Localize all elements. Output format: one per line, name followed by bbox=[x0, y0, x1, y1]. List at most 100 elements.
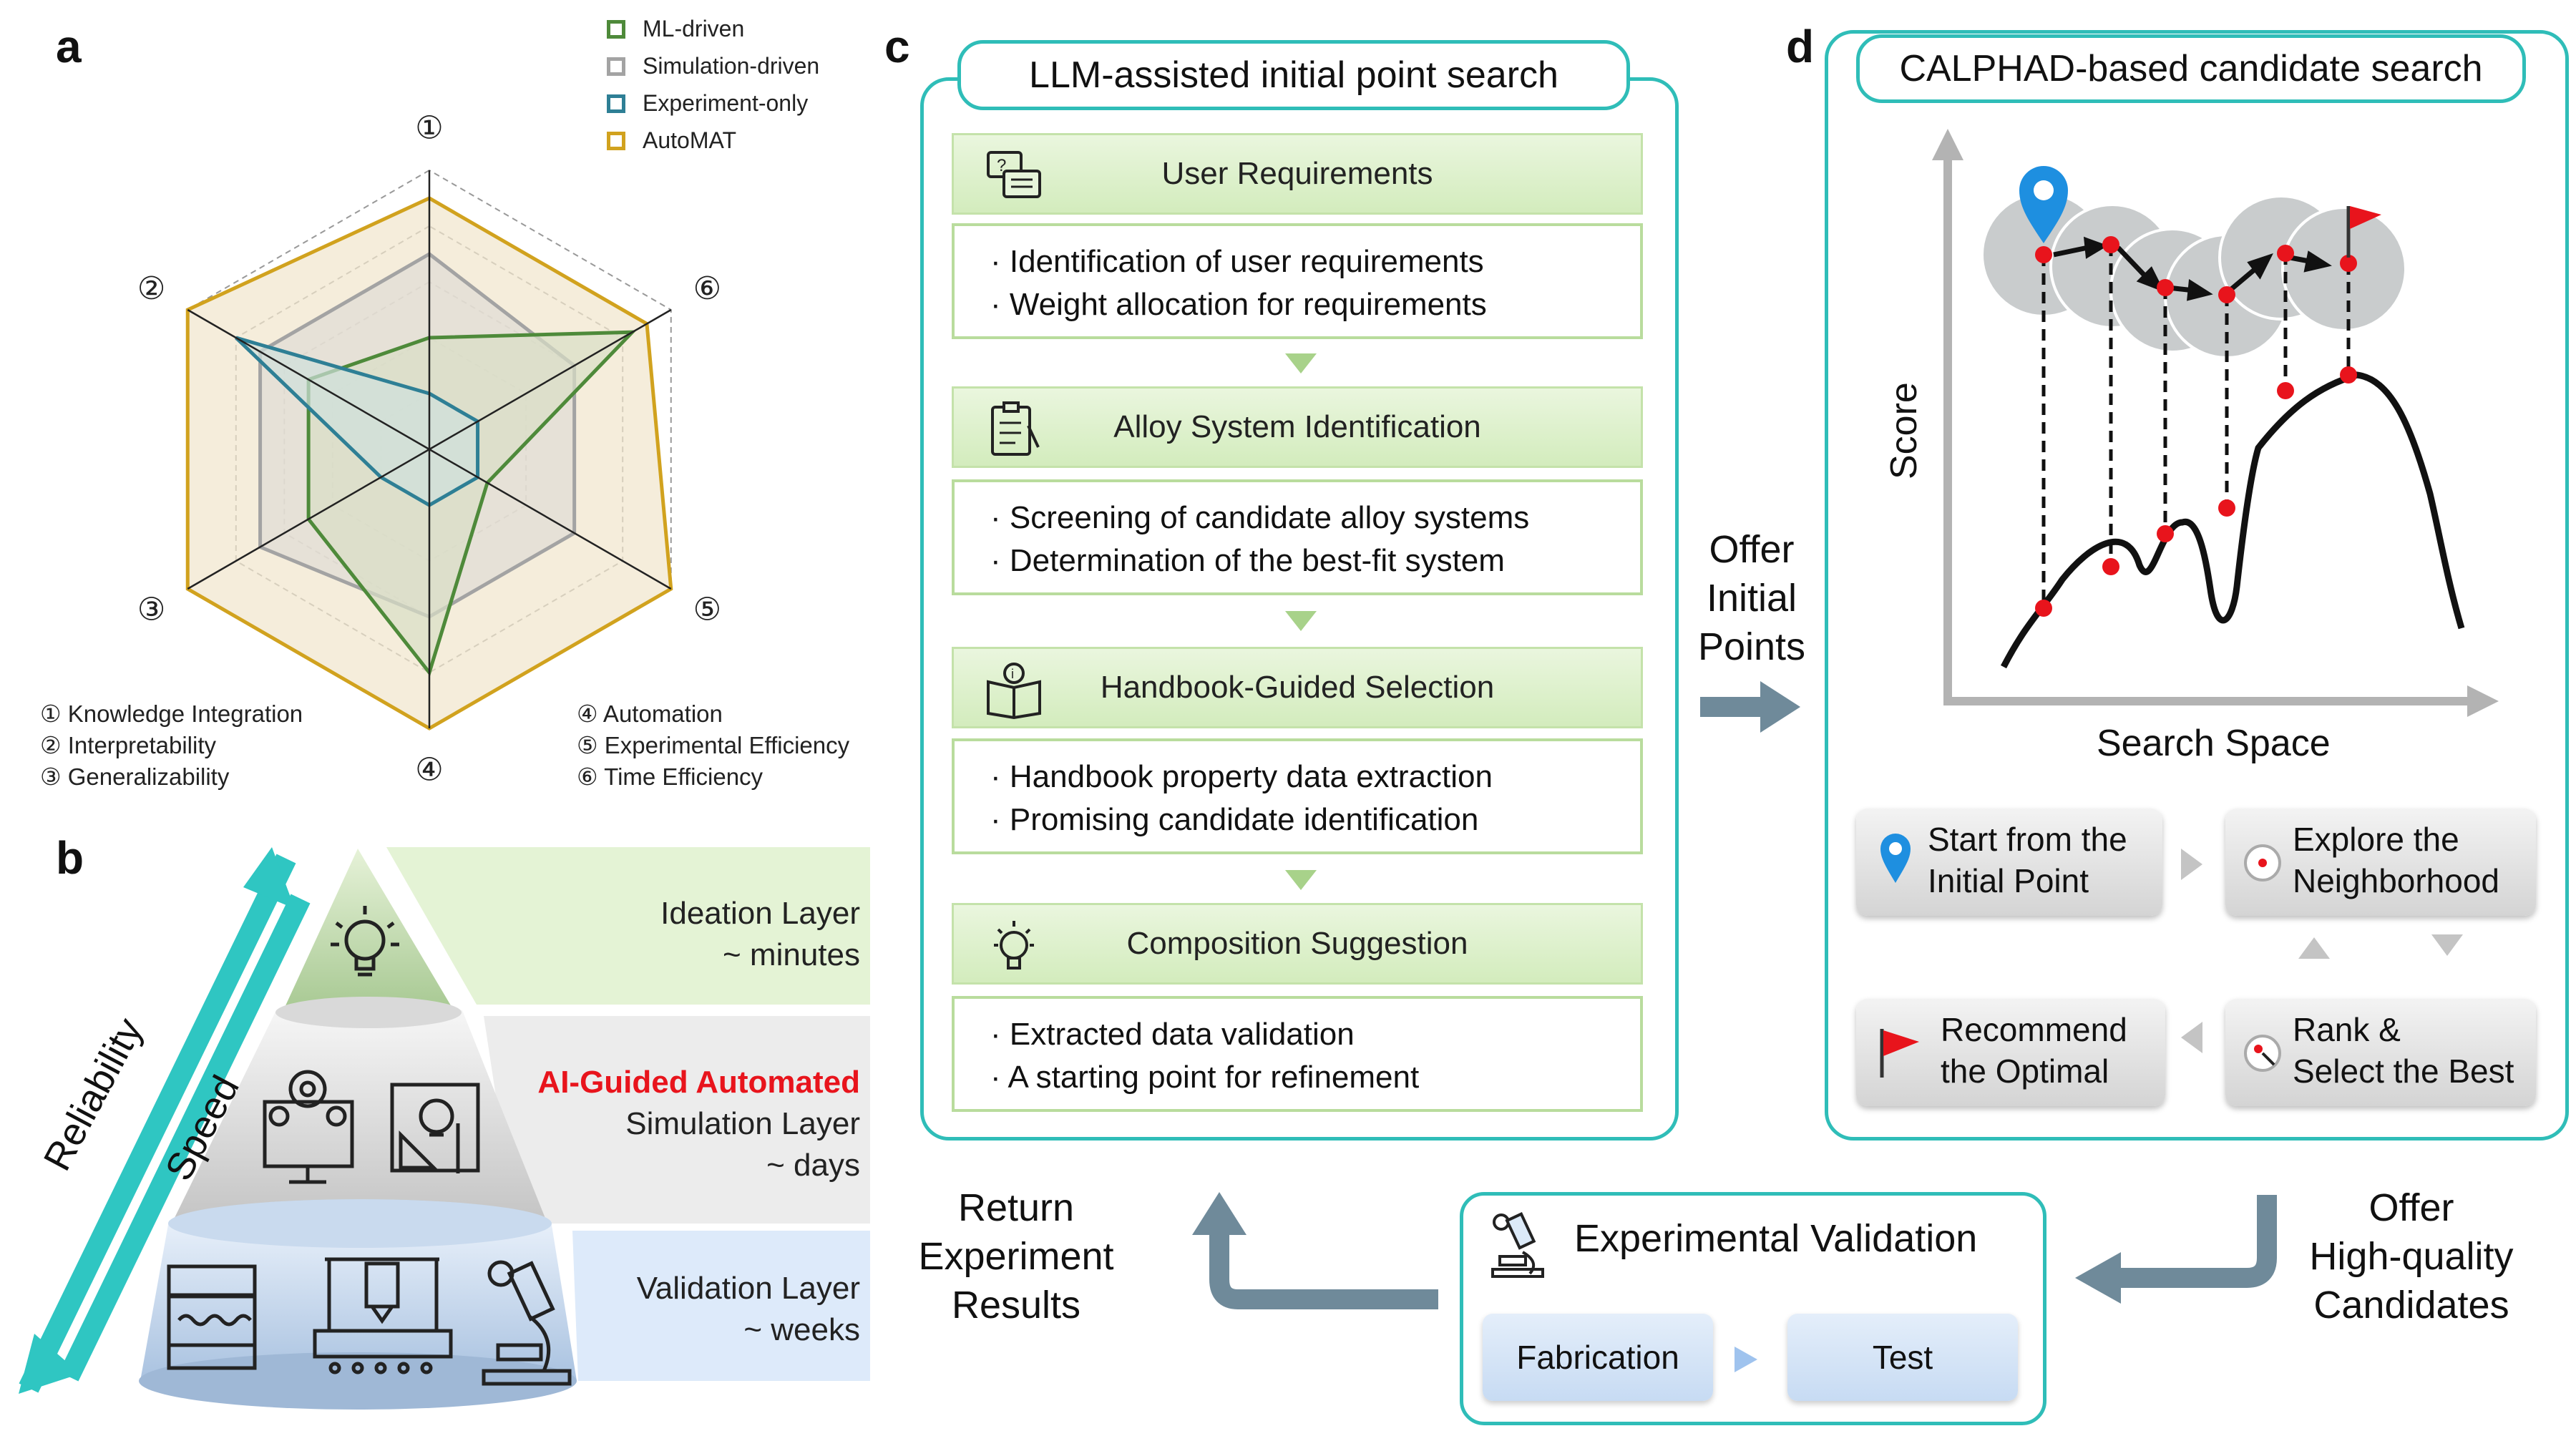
lightbulb-icon bbox=[994, 921, 1034, 970]
layer-time: ~ minutes bbox=[723, 937, 860, 972]
down-arrow bbox=[1285, 870, 1317, 890]
offer-initial-arrow bbox=[1700, 681, 1800, 733]
score-axis-label: Score bbox=[1883, 382, 1925, 479]
step-user-requirements: ? User Requirements bbox=[952, 133, 1643, 215]
pyramid-diagram: Reliability Speed bbox=[19, 847, 870, 1410]
explore-neighborhood-button[interactable]: Explore the Neighborhood bbox=[2225, 809, 2536, 916]
label-line: Offer bbox=[1709, 528, 1795, 571]
flag-icon bbox=[1880, 1029, 1919, 1078]
label-line: Points bbox=[1697, 625, 1806, 668]
calphad-panel bbox=[1825, 30, 2569, 1141]
legend-swatch bbox=[607, 19, 625, 39]
offer-candidates-arrow bbox=[2075, 1195, 2277, 1304]
handbook-icon: i bbox=[987, 663, 1041, 720]
flow-arrow-icon bbox=[1735, 1347, 1757, 1372]
label-line: Initial bbox=[1706, 577, 1797, 620]
down-arrow bbox=[1285, 611, 1317, 631]
step-composition: Composition Suggestion bbox=[952, 903, 1643, 985]
axis-key-item: ⑤ Experimental Efficiency bbox=[577, 732, 850, 758]
radar-axis-number: ⑤ bbox=[693, 592, 721, 627]
offer-initial-points-label: Offer Initial Points bbox=[1680, 525, 1823, 671]
drop-lines bbox=[2041, 245, 2351, 608]
reliability-arrow bbox=[19, 847, 296, 1393]
button-text: Select the Best bbox=[2293, 1053, 2514, 1090]
radar-axis-key-right: ④ Automation ⑤ Experimental Efficiency ⑥… bbox=[577, 698, 849, 793]
validation-band bbox=[572, 1231, 870, 1381]
start-initial-point-button[interactable]: Start from the Initial Point bbox=[1856, 809, 2162, 916]
fabrication-button[interactable]: Fabrication bbox=[1483, 1314, 1713, 1401]
radar-axis-number: ② bbox=[137, 271, 165, 306]
x-axis bbox=[1943, 685, 2499, 717]
ideation-band bbox=[386, 847, 870, 1005]
ideation-layer-label: Ideation Layer ~ minutes bbox=[502, 893, 860, 976]
radar-axis-line bbox=[187, 448, 430, 590]
radar-axis-number: ③ bbox=[137, 592, 165, 627]
search-space-label: Search Space bbox=[2097, 723, 2331, 764]
radar-axis-number: ⑥ bbox=[693, 271, 721, 306]
radar-axes bbox=[187, 170, 672, 728]
step-item: · Handbook property data extraction bbox=[990, 759, 1493, 794]
legend-item-experiment: Experiment-only bbox=[607, 90, 808, 117]
button-text: Initial Point bbox=[1928, 862, 2089, 899]
legend-swatch bbox=[607, 131, 625, 150]
panel-label-a: a bbox=[56, 21, 82, 72]
lightbulb-icon bbox=[331, 906, 399, 977]
legend-swatch bbox=[607, 94, 625, 113]
step-title: Composition Suggestion bbox=[1126, 926, 1468, 961]
experimental-validation-title: Experimental Validation bbox=[1574, 1217, 1978, 1260]
clipboard-icon bbox=[991, 401, 1040, 456]
step-user-requirements-body: · Identification of user requirements · … bbox=[952, 223, 1643, 339]
location-pin-icon bbox=[1880, 834, 1911, 883]
legend-label: Experiment-only bbox=[643, 90, 809, 116]
validation-layer-label: Validation Layer ~ weeks bbox=[502, 1268, 860, 1351]
test-button[interactable]: Test bbox=[1787, 1314, 2018, 1401]
legend-item-automat: AutoMAT bbox=[607, 127, 736, 154]
step-item: · A starting point for refinement bbox=[990, 1060, 1420, 1095]
calphad-score-plot: Score Search Space bbox=[1883, 129, 2499, 764]
recommend-optimal-button[interactable]: Recommend the Optimal bbox=[1856, 999, 2165, 1106]
legend-item-ml: ML-driven bbox=[607, 16, 744, 42]
rank-icon bbox=[2244, 1035, 2281, 1072]
speed-arrow bbox=[19, 894, 311, 1394]
axis-key-item: ① Knowledge Integration bbox=[40, 700, 303, 727]
button-text: Explore the bbox=[2293, 821, 2459, 858]
label-line: Results bbox=[951, 1284, 1081, 1327]
step-handbook-body: · Handbook property data extraction · Pr… bbox=[952, 738, 1643, 854]
llm-search-title: LLM-assisted initial point search bbox=[957, 40, 1630, 110]
panel-label-c: c bbox=[884, 21, 910, 72]
layer-time: ~ weeks bbox=[743, 1312, 860, 1347]
return-results-label: Return Experiment Results bbox=[902, 1183, 1131, 1329]
down-arrow bbox=[1285, 353, 1317, 373]
y-axis bbox=[1932, 129, 1963, 701]
score-curve bbox=[2001, 371, 2465, 669]
layer-name: Validation Layer bbox=[636, 1271, 860, 1306]
microscope-icon bbox=[482, 1260, 572, 1386]
label-line: Offer bbox=[2368, 1186, 2454, 1229]
step-item: · Promising candidate identification bbox=[990, 802, 1479, 837]
panel-label-b: b bbox=[56, 832, 84, 884]
microscope-icon bbox=[1491, 1212, 1544, 1278]
legend-label: ML-driven bbox=[643, 16, 745, 41]
layer-name: Simulation Layer bbox=[625, 1106, 860, 1141]
computer-gear-icon bbox=[263, 1070, 354, 1184]
legend-item-simulation: Simulation-driven bbox=[607, 53, 819, 79]
simulation-band bbox=[484, 1016, 870, 1224]
return-results-arrow bbox=[1192, 1192, 1438, 1309]
button-text: Recommend bbox=[1941, 1011, 2127, 1048]
button-text: the Optimal bbox=[1941, 1053, 2109, 1090]
rank-select-button[interactable]: Rank & Select the Best bbox=[2225, 999, 2536, 1106]
panel-label-d: d bbox=[1786, 21, 1815, 72]
label-line: Candidates bbox=[2313, 1284, 2509, 1327]
radar-axis-line bbox=[429, 448, 672, 590]
step-title: Handbook-Guided Selection bbox=[1100, 670, 1495, 705]
label-line: High-quality bbox=[2309, 1235, 2514, 1278]
label-line: Experiment bbox=[918, 1235, 1114, 1278]
legend-label: Simulation-driven bbox=[643, 53, 820, 79]
legend-swatch bbox=[607, 57, 625, 76]
blueprint-icon bbox=[390, 1083, 480, 1173]
step-handbook: i Handbook-Guided Selection bbox=[952, 647, 1643, 728]
step-title: User Requirements bbox=[1161, 156, 1433, 191]
svg-text:i: i bbox=[1011, 667, 1014, 681]
